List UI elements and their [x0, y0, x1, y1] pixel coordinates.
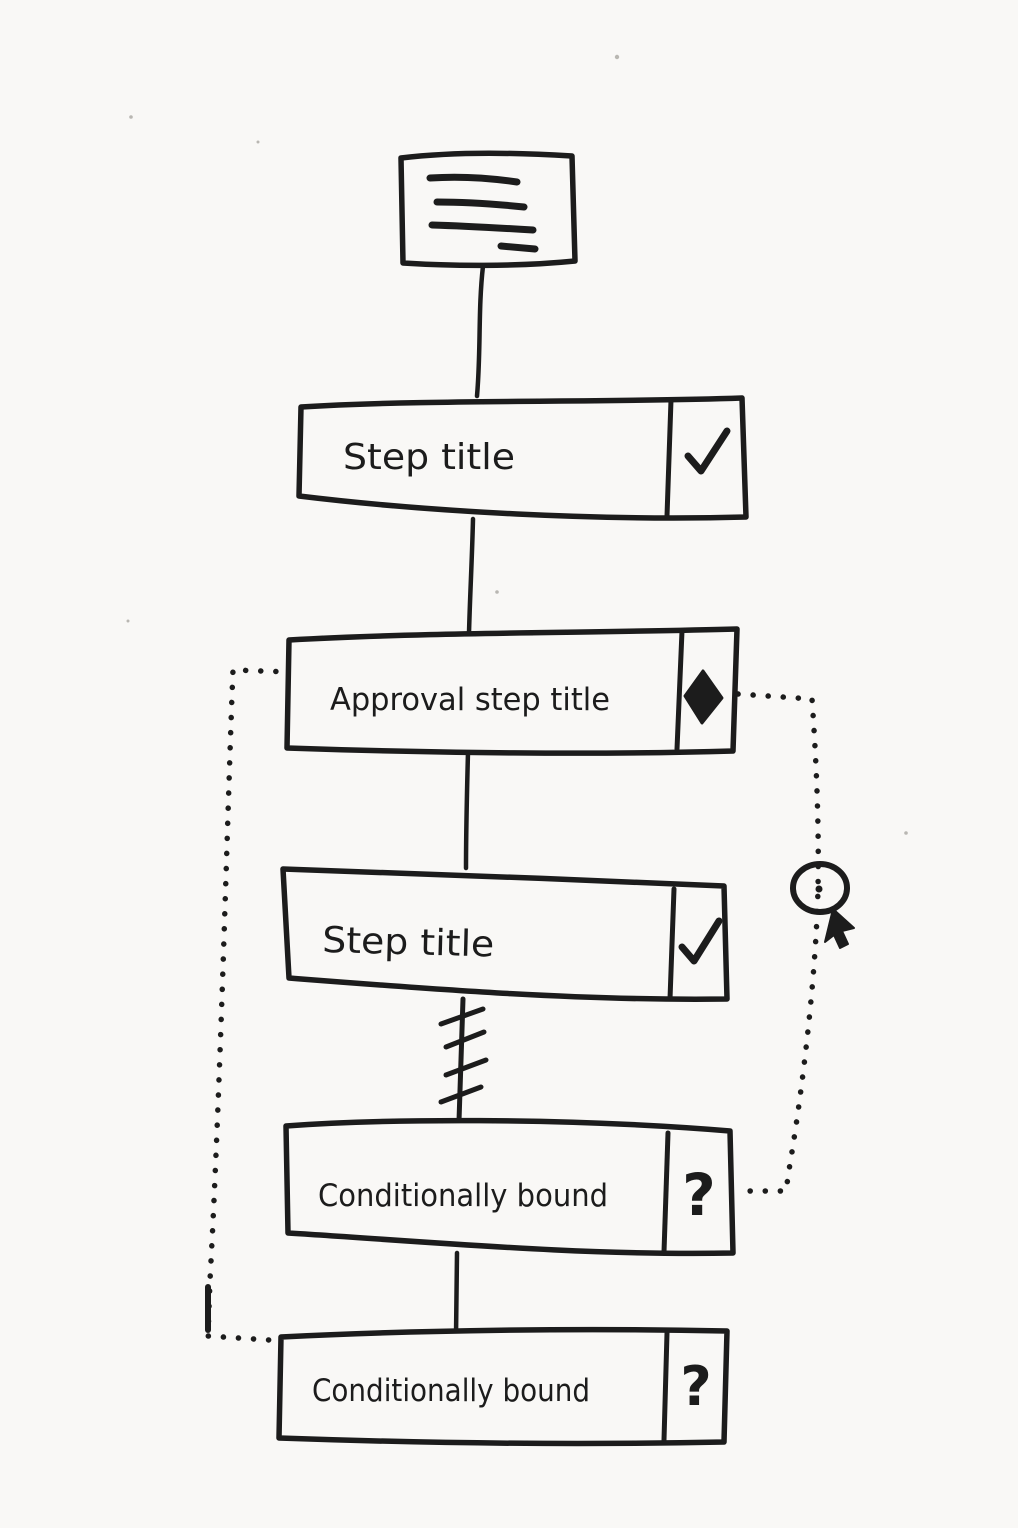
- hatched-connector: [438, 996, 489, 1124]
- step-node-2-label: Step title: [322, 920, 495, 965]
- mouse-cursor-icon: [824, 908, 855, 949]
- conditional-node-1-label: Conditionally bound: [318, 1178, 608, 1214]
- check-icon: [678, 917, 723, 965]
- step-node-2[interactable]: Step title: [280, 866, 730, 1002]
- connection-point-dot: [815, 885, 823, 893]
- badge-compartment-divider: [661, 1130, 671, 1255]
- conditional-node-2-shape[interactable]: [276, 1326, 730, 1447]
- question-mark: ?: [680, 1355, 711, 1418]
- approval-node-label: Approval step title: [330, 682, 610, 718]
- badge-compartment-divider: [661, 1330, 670, 1443]
- connector-note-step1: [474, 263, 486, 399]
- connection-point-circle[interactable]: [790, 861, 850, 915]
- approval-node-shape[interactable]: [284, 626, 740, 756]
- conditional-node-1-shape[interactable]: [283, 1117, 736, 1257]
- step-node-2-shape[interactable]: [280, 866, 730, 1002]
- conditional-node-2[interactable]: Conditionally bound ?: [276, 1326, 730, 1447]
- approval-node[interactable]: Approval step title: [284, 626, 740, 756]
- connector-cond1-cond2: [453, 1250, 460, 1339]
- badge-compartment-divider: [667, 886, 677, 1002]
- connector-step1-approval: [466, 516, 476, 636]
- hatch-ticks: [438, 1006, 489, 1105]
- badge-compartment-divider: [664, 397, 674, 519]
- note-node[interactable]: [398, 150, 578, 269]
- badge-compartment-divider: [674, 628, 685, 752]
- conditional-node-1[interactable]: Conditionally bound ?: [283, 1117, 736, 1257]
- paper-specks: [126, 54, 908, 835]
- dotted-connector-right: [735, 691, 821, 1194]
- conditional-node-2-label: Conditionally bound: [312, 1373, 590, 1409]
- dotted-connector-left: [205, 667, 294, 1344]
- step-node-1-shape[interactable]: [296, 395, 749, 521]
- question-mark: ?: [682, 1161, 716, 1229]
- step-node-1[interactable]: Step title: [296, 395, 749, 521]
- document-lines-icon: [426, 173, 539, 253]
- note-node-shape[interactable]: [398, 150, 578, 269]
- step-node-1-label: Step title: [343, 437, 515, 478]
- diamond-icon: [683, 669, 724, 725]
- check-icon: [684, 427, 731, 475]
- connector-approval-step2: [463, 749, 471, 871]
